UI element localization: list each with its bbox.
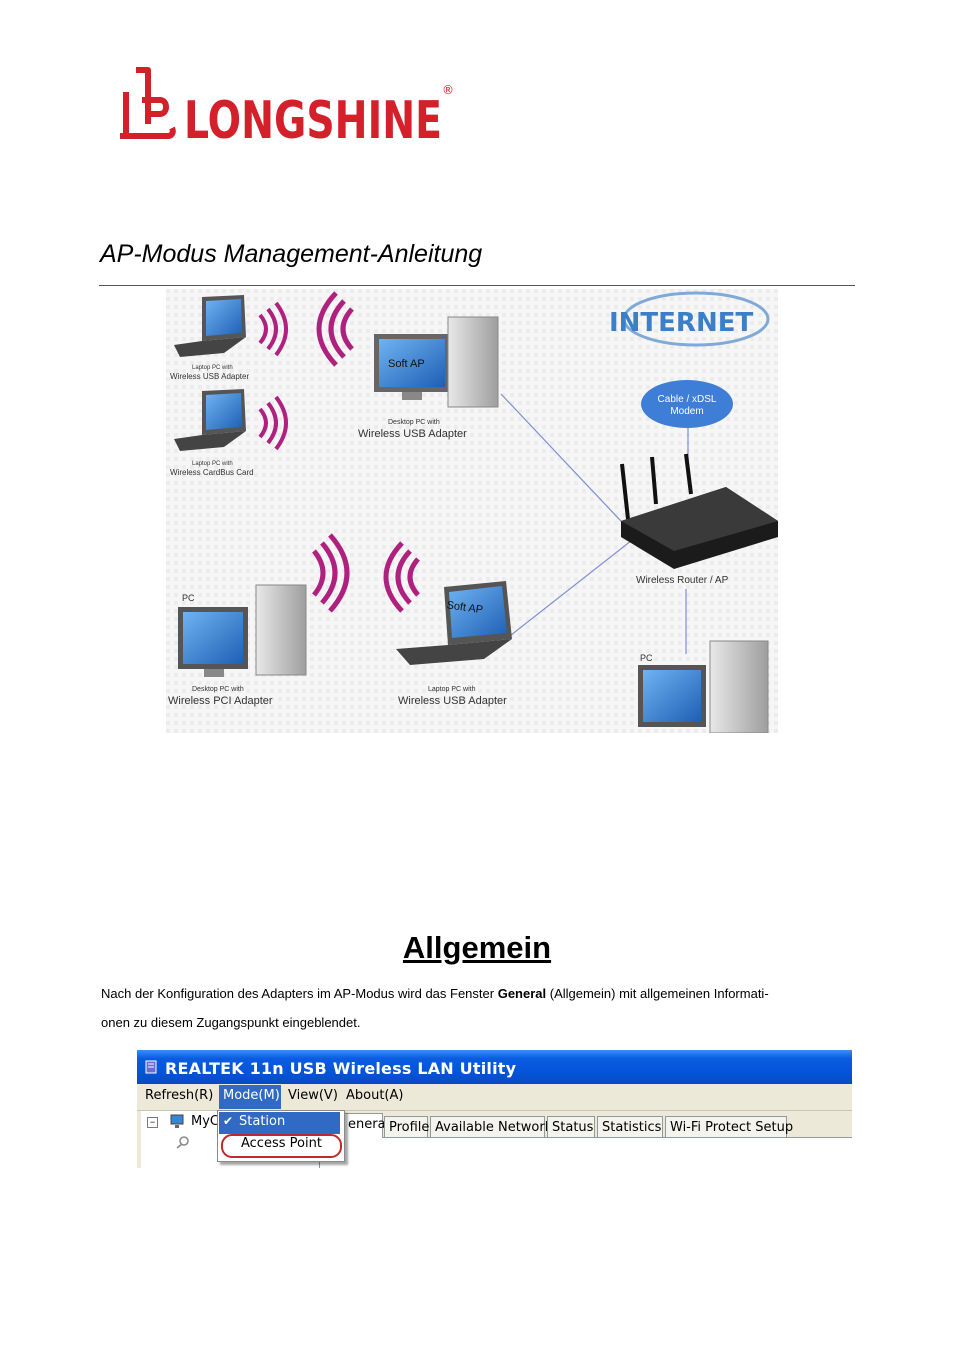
svg-text:Wireless PCI Adapter: Wireless PCI Adapter xyxy=(168,695,273,707)
internet-cloud: INTERNET xyxy=(609,291,770,347)
desktop-pci: PC Desktop PC with Wireless PCI Adapter xyxy=(168,533,350,707)
wireless-router: Wireless Router / AP xyxy=(620,453,778,586)
adapter-icon xyxy=(176,1136,189,1149)
svg-text:Desktop PC with: Desktop PC with xyxy=(388,419,440,426)
svg-text:Soft AP: Soft AP xyxy=(388,358,425,370)
utility-titlebar xyxy=(137,1050,852,1084)
title-divider xyxy=(99,285,855,286)
svg-text:Desktop PC with: Desktop PC with xyxy=(192,686,244,693)
svg-text:Laptop PC with: Laptop PC with xyxy=(428,686,476,693)
section-paragraph-line2: onen zu diesem Zugangspunkt eingeblendet… xyxy=(101,1015,361,1030)
access-point-highlight-ring xyxy=(221,1134,342,1158)
svg-text:Soft AP: Soft AP xyxy=(446,599,484,616)
menu-view[interactable]: View(V) xyxy=(288,1088,338,1103)
menu-refresh[interactable]: Refresh(R) xyxy=(145,1088,214,1103)
menu-mode-highlight xyxy=(219,1085,281,1109)
menu-about[interactable]: About(A) xyxy=(346,1088,404,1103)
utility-title: REALTEK 11n USB Wireless LAN Utility xyxy=(165,1059,517,1078)
svg-text:Wireless USB Adapter: Wireless USB Adapter xyxy=(358,428,467,440)
document-title: AP-Modus Management-Anleitung xyxy=(100,240,483,268)
laptop-cardbus: Laptop PC with Wireless CardBus Card xyxy=(170,389,288,477)
svg-text:Cable / xDSL: Cable / xDSL xyxy=(658,394,717,405)
tab-profile[interactable]: Profile xyxy=(384,1116,429,1137)
tab-general[interactable]: eneral xyxy=(343,1113,389,1138)
dropdown-item-access-point[interactable]: Access Point xyxy=(241,1136,322,1151)
tree-root-label[interactable]: MyC xyxy=(191,1114,219,1129)
menu-mode[interactable]: Mode(M) xyxy=(223,1088,280,1103)
svg-text:Modem: Modem xyxy=(670,406,703,417)
dropdown-station-highlight xyxy=(219,1112,340,1134)
laptop-soft-ap: Soft AP Laptop PC with Wireless USB Adap… xyxy=(383,541,512,707)
svg-text:Wireless CardBus Card: Wireless CardBus Card xyxy=(170,468,254,477)
svg-text:Wireless Router / AP: Wireless Router / AP xyxy=(636,575,729,586)
svg-text:Laptop PC with: Laptop PC with xyxy=(192,461,233,467)
utility-content xyxy=(320,1138,852,1168)
logo-wordmark: LONGSHINE xyxy=(184,91,442,146)
tab-status[interactable]: Status xyxy=(547,1116,595,1137)
section-paragraph-line1: Nach der Konfiguration des Adapters im A… xyxy=(101,986,769,1001)
svg-text:PC: PC xyxy=(640,653,653,663)
checkmark-icon: ✔ xyxy=(223,1114,234,1128)
desktop-soft-ap: Soft AP Desktop PC with Wireless USB Ada… xyxy=(316,291,499,440)
section-title: Allgemein xyxy=(402,930,552,965)
tab-statistics[interactable]: Statistics xyxy=(597,1116,663,1137)
tree-collapse-icon[interactable]: − xyxy=(147,1117,158,1128)
svg-text:Wireless USB Adapter: Wireless USB Adapter xyxy=(398,695,507,707)
svg-text:INTERNET: INTERNET xyxy=(609,308,753,338)
pc-right: PC xyxy=(638,640,769,733)
longshine-logo: LONGSHINE ® xyxy=(120,67,454,146)
laptop-usb-top: Laptop PC with Wireless USB Adapter xyxy=(170,295,288,381)
tab-available-network[interactable]: Available Network xyxy=(430,1116,552,1137)
dropdown-item-station[interactable]: Station xyxy=(239,1114,286,1129)
wlan-utility-window: REALTEK 11n USB Wireless LAN Utility Ref… xyxy=(137,1050,852,1168)
svg-text:®: ® xyxy=(442,83,454,97)
tabs-baseline xyxy=(319,1137,852,1138)
svg-text:PC: PC xyxy=(182,593,195,603)
svg-text:Laptop PC with: Laptop PC with xyxy=(192,365,233,371)
computer-icon xyxy=(170,1114,184,1128)
app-icon xyxy=(145,1060,157,1074)
modem-bubble: Cable / xDSL Modem xyxy=(641,380,733,428)
network-diagram: INTERNET Cable / xDSL Modem Wireless Rou… xyxy=(166,289,778,733)
svg-text:Wireless USB Adapter: Wireless USB Adapter xyxy=(170,372,249,381)
tab-wifi-protect-setup[interactable]: Wi-Fi Protect Setup xyxy=(665,1116,793,1137)
